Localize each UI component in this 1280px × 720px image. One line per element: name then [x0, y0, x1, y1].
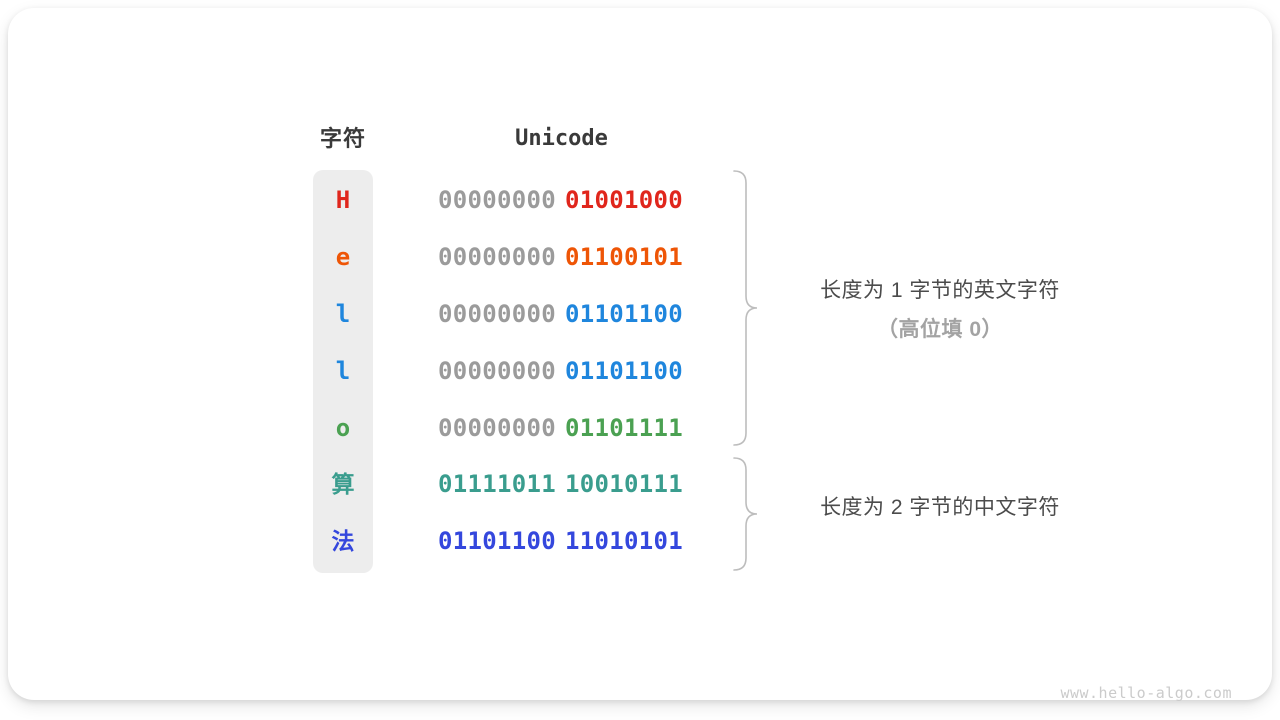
low-byte: 01001000	[565, 186, 683, 214]
low-byte: 01101100	[565, 357, 683, 385]
low-byte: 10010111	[565, 470, 683, 498]
char-cell: e	[335, 243, 351, 271]
table-row: l 00000000 01101100	[8, 298, 1280, 330]
high-byte: 01111011	[438, 470, 556, 498]
diagram-card: 字符 Unicode H 00000000 01001000 e 00000000…	[8, 8, 1272, 702]
high-byte: 00000000	[438, 414, 556, 442]
char-column-background	[313, 170, 373, 573]
brace-english-group	[733, 170, 758, 446]
unicode-bits: 00000000 01101100	[438, 355, 683, 387]
char-cell: l	[335, 300, 351, 328]
annotation-line-muted: （高位填 0）	[876, 318, 1003, 341]
char-cell: 算	[331, 471, 355, 497]
high-byte: 00000000	[438, 243, 556, 271]
annotation-line: 长度为 2 字节的中文字符	[820, 496, 1060, 519]
high-byte: 01101100	[438, 527, 556, 555]
table-row: l 00000000 01101100	[8, 355, 1280, 387]
annotation-line: 长度为 1 字节的英文字符	[820, 279, 1060, 302]
table-row: o 00000000 01101111	[8, 412, 1280, 444]
column-header-unicode: Unicode	[515, 126, 608, 151]
high-byte: 00000000	[438, 186, 556, 214]
table-row: 算 01111011 10010111	[8, 468, 1280, 500]
watermark: www.hello-algo.com	[1060, 684, 1232, 702]
brace-chinese-group	[733, 457, 758, 571]
unicode-bits: 00000000 01101111	[438, 412, 683, 444]
unicode-bits: 00000000 01100101	[438, 241, 683, 273]
low-byte: 11010101	[565, 527, 683, 555]
high-byte: 00000000	[438, 357, 556, 385]
char-cell: 法	[331, 528, 355, 554]
table-row: 法 01101100 11010101	[8, 525, 1280, 557]
high-byte: 00000000	[438, 300, 556, 328]
annotation-english-chars: 长度为 1 字节的英文字符 （高位填 0）	[770, 276, 1110, 345]
unicode-bits: 01111011 10010111	[438, 468, 683, 500]
unicode-bits: 00000000 01001000	[438, 184, 683, 216]
table-row: e 00000000 01100101	[8, 241, 1280, 273]
unicode-bits: 00000000 01101100	[438, 298, 683, 330]
table-row: H 00000000 01001000	[8, 184, 1280, 216]
unicode-bits: 01101100 11010101	[438, 525, 683, 557]
grouping-braces	[733, 170, 758, 571]
low-byte: 01101111	[565, 414, 683, 442]
low-byte: 01100101	[565, 243, 683, 271]
char-cell: o	[335, 414, 351, 442]
char-cell: l	[335, 357, 351, 385]
char-cell: H	[335, 186, 351, 214]
column-header-char: 字符	[319, 126, 366, 151]
annotation-chinese-chars: 长度为 2 字节的中文字符	[770, 493, 1110, 523]
low-byte: 01101100	[565, 300, 683, 328]
